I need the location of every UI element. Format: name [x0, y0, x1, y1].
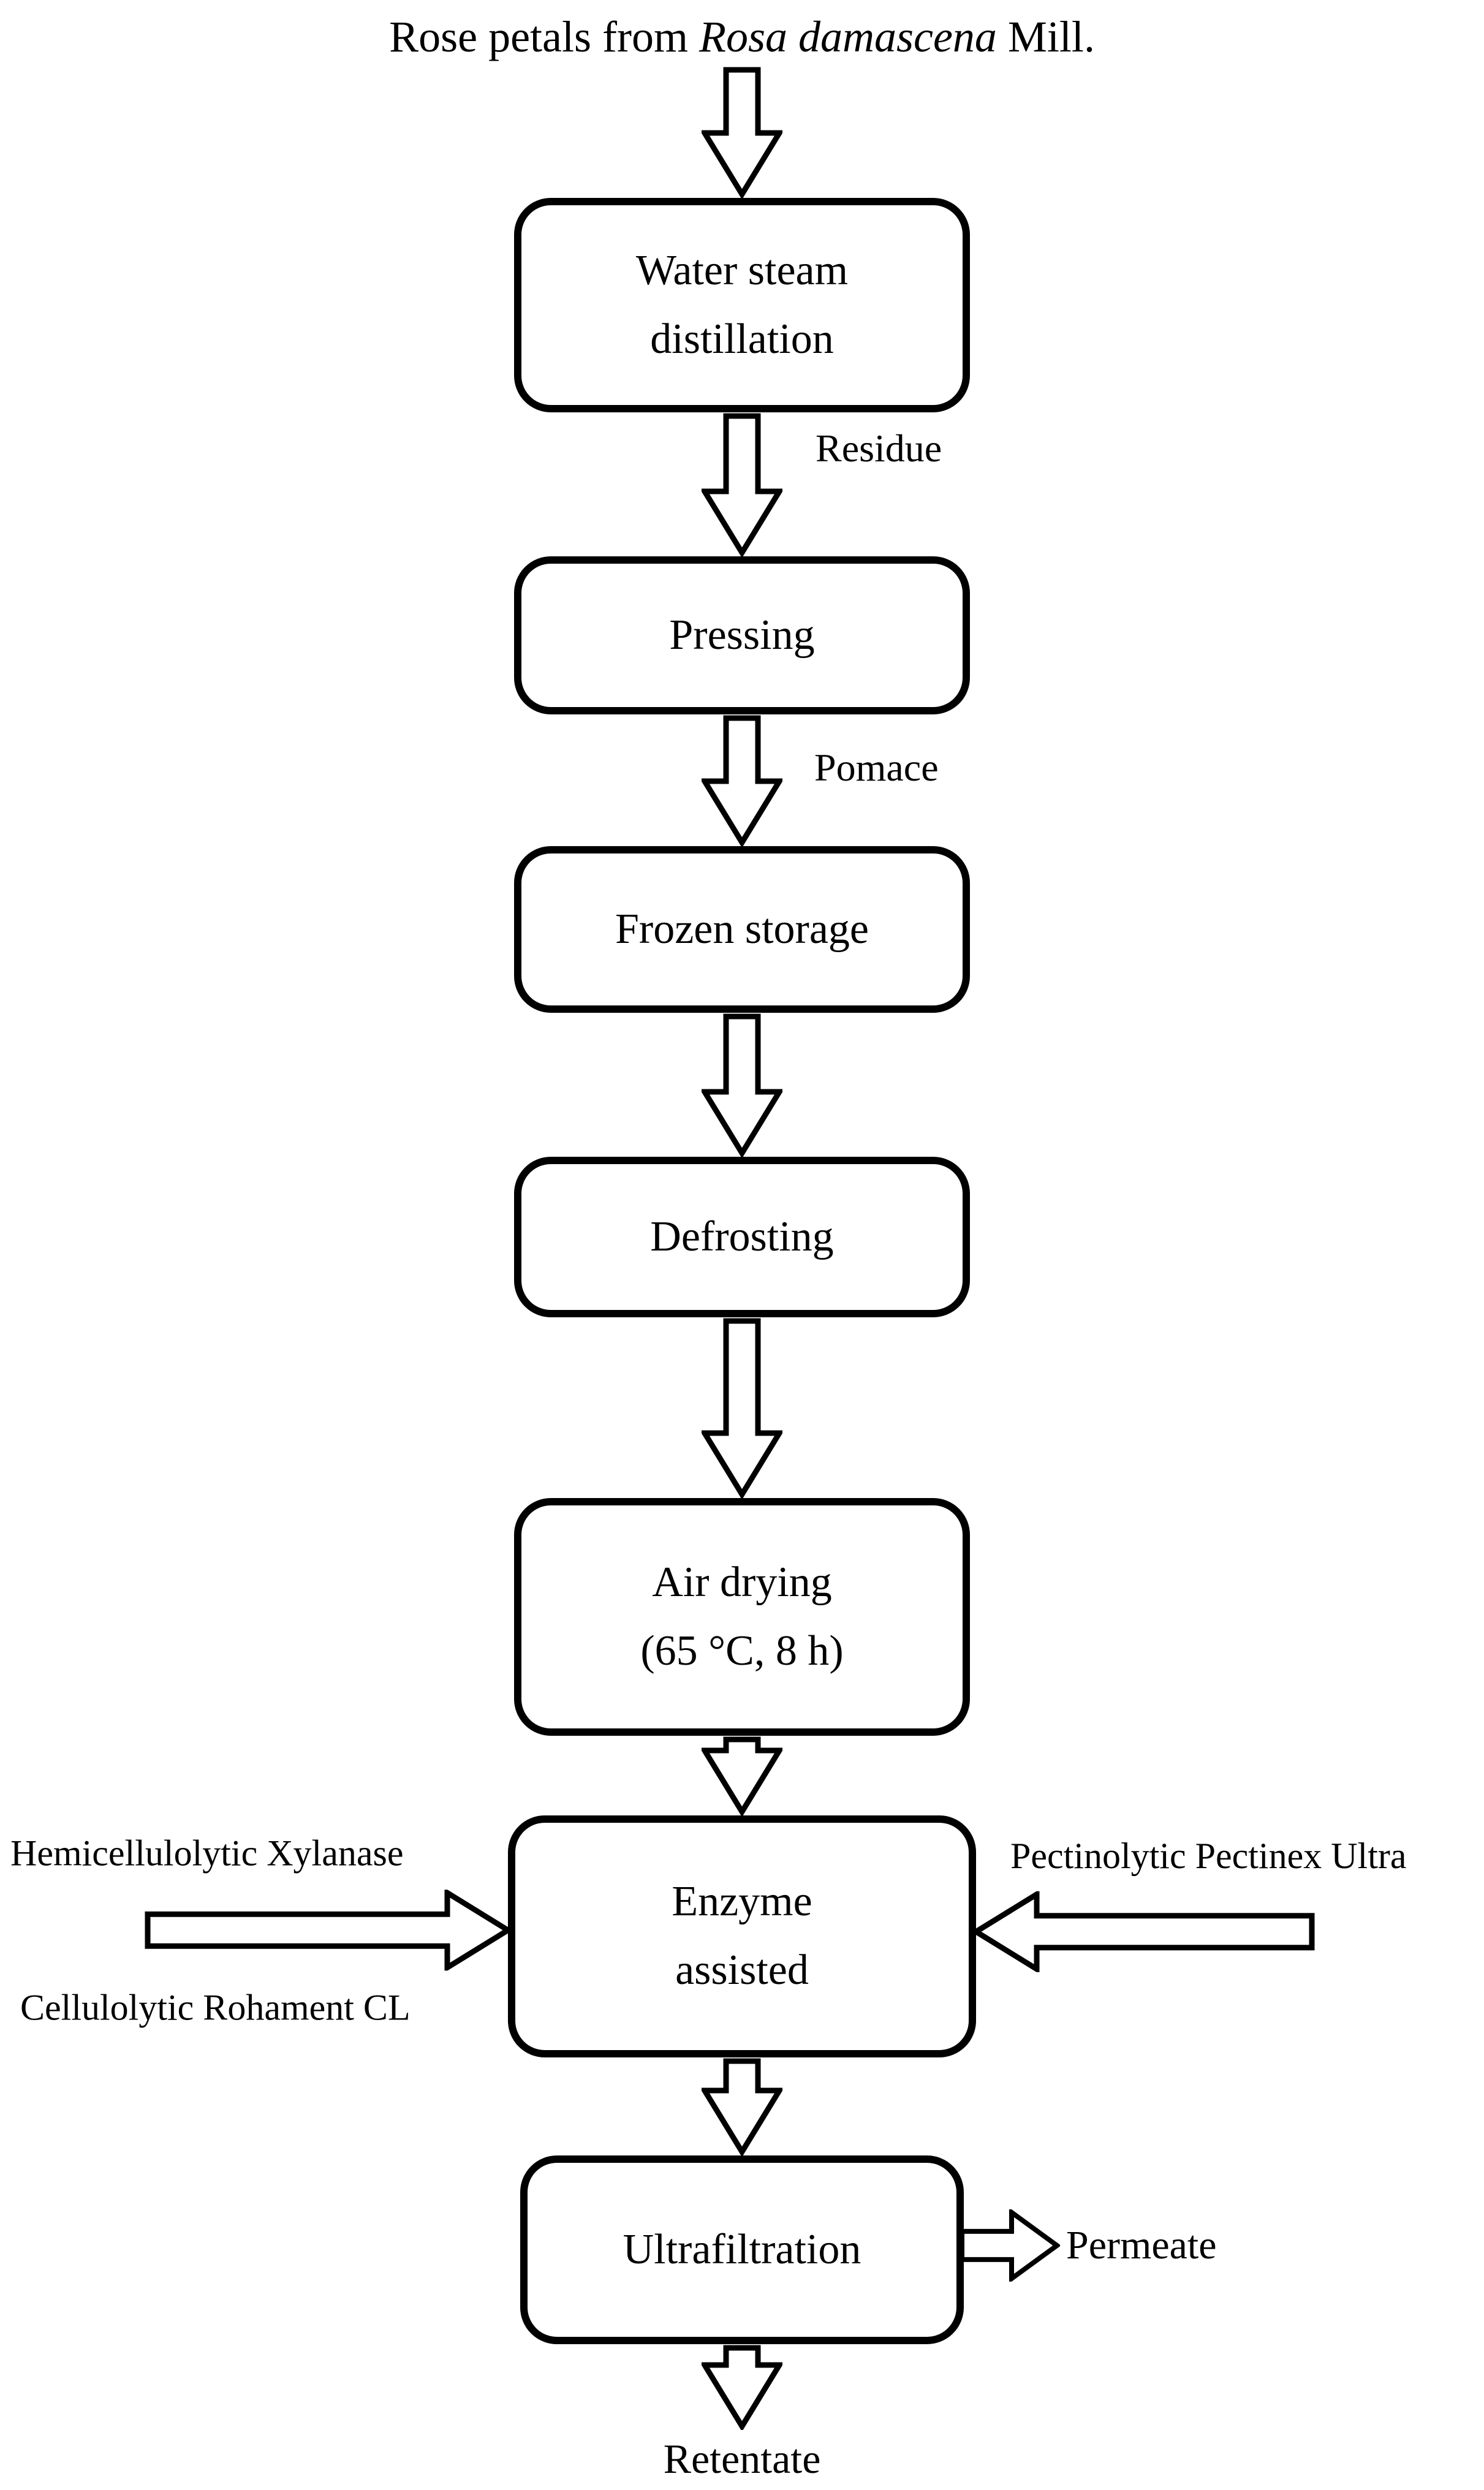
diagram-title: Rose petals from Rosa damascena Mill. — [389, 9, 1095, 66]
flow-arrow-defrosting-to-air-drying — [702, 1317, 782, 1498]
edge-label-retentate: Retentate — [663, 2435, 821, 2482]
arrow-right-icon — [145, 1890, 512, 1971]
edge-label-residue: Residue — [816, 426, 942, 470]
box-label: Enzyme assisted — [672, 1878, 812, 1994]
arrow-down-icon — [702, 2345, 782, 2430]
enzyme-input-label-hemicellulolytic: Hemicellulolytic Xylanase — [10, 1833, 404, 1874]
process-box-frozen-storage: Frozen storage — [514, 846, 970, 1013]
process-box-pressing: Pressing — [514, 556, 970, 714]
process-box-water-steam-distillation: Water steam distillation — [514, 197, 970, 412]
title-suffix: Mill. — [996, 12, 1095, 61]
arrow-down-icon — [702, 413, 782, 556]
arrow-down-icon — [702, 67, 782, 198]
enzyme-input-label-cellulolytic: Cellulolytic Rohament CL — [20, 1987, 411, 2028]
arrow-down-icon — [702, 2058, 782, 2155]
flow-arrow-distillation-to-pressing: Residue — [702, 412, 942, 556]
process-box-ultrafiltration: Ultrafiltration Permeate — [520, 2155, 1217, 2344]
edge-label-permeate: Permeate — [1066, 2222, 1217, 2268]
arrow-left-icon — [972, 1891, 1315, 1972]
flow-arrow-pressing-to-frozen-storage: Pomace — [702, 714, 939, 846]
enzyme-input-label-pectinolytic: Pectinolytic Pectinex Ultra — [1010, 1835, 1407, 1876]
title-species-italic: Rosa damascena — [698, 12, 997, 61]
box-label: Air drying (65 °C, 8 h) — [640, 1558, 844, 1675]
title-prefix: Rose petals from — [389, 12, 699, 61]
arrow-down-icon — [702, 1736, 782, 1815]
flow-arrow-petals-to-distillation — [702, 66, 782, 198]
arrow-down-icon — [702, 715, 782, 846]
box-label: Water steam distillation — [635, 246, 849, 363]
flow-arrow-frozen-storage-to-defrosting — [702, 1013, 782, 1157]
flow-arrow-ultrafiltration-to-retentate — [702, 2344, 782, 2430]
box-label: Frozen storage — [615, 905, 869, 953]
arrow-down-icon — [702, 1013, 782, 1157]
process-box-enzyme-assisted: Enzyme assisted Hemicellulolytic Xylanas… — [10, 1815, 1407, 2057]
permeate-output: Permeate — [959, 2209, 1217, 2282]
flow-arrow-enzyme-to-ultrafiltration — [702, 2057, 782, 2155]
process-box-air-drying: Air drying (65 °C, 8 h) — [514, 1497, 970, 1736]
enzyme-right-inputs: Pectinolytic Pectinex Ultra — [972, 1834, 1484, 1972]
box-label: Pressing — [669, 611, 815, 659]
flow-arrow-air-drying-to-enzyme — [702, 1736, 782, 1815]
box-label: Ultrafiltration — [623, 2225, 861, 2273]
enzyme-left-inputs: Hemicellulolytic Xylanase Cellulolytic R… — [10, 1831, 512, 2029]
box-label: Defrosting — [650, 1213, 834, 1260]
process-box-defrosting: Defrosting — [514, 1156, 970, 1317]
arrow-right-icon — [960, 2209, 1060, 2282]
arrow-down-icon — [702, 1318, 782, 1498]
edge-label-pomace: Pomace — [814, 745, 939, 789]
